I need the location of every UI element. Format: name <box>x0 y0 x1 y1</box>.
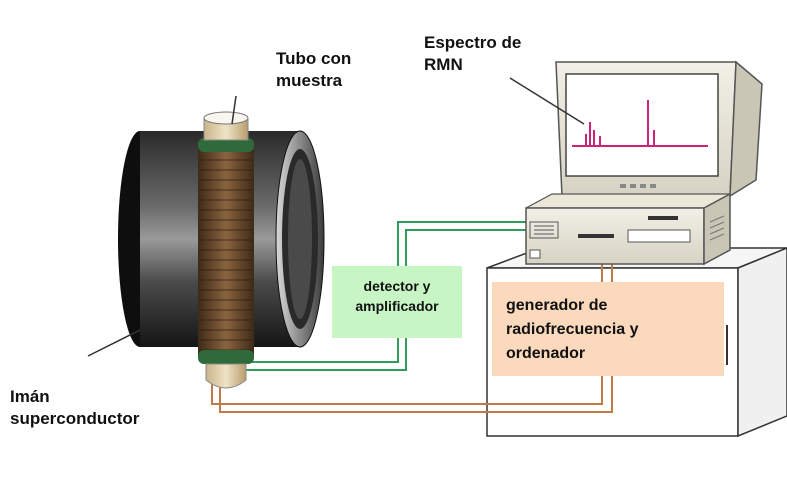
detector-line-2: amplificador <box>355 298 439 314</box>
detector-line-1: detector y <box>363 278 431 294</box>
generator-line-1: generador de <box>506 297 608 314</box>
sample-tube-label: Tubo con muestra <box>276 49 352 90</box>
generator-line-3: ordenador <box>506 345 586 362</box>
nmr-spectrum-label: Espectro de RMN <box>424 33 522 74</box>
rf-generator-box: generador de radiofrecuencia y ordenador <box>492 282 724 376</box>
rf-coil-icon <box>198 138 254 364</box>
generator-line-2: radiofrecuencia y <box>506 321 639 338</box>
spectrum-chart-icon <box>572 100 708 147</box>
computer-monitor-icon <box>555 60 763 207</box>
computer-case-icon <box>525 192 731 266</box>
detector-amplifier-box: detector y amplificador <box>332 266 462 338</box>
sample-tube-icon <box>203 111 249 389</box>
tube-pointer-line <box>231 95 237 125</box>
magnet-pointer-line <box>87 329 141 357</box>
magnet-label: Imán superconductor <box>10 387 140 428</box>
spectrum-pointer-line <box>509 77 585 125</box>
